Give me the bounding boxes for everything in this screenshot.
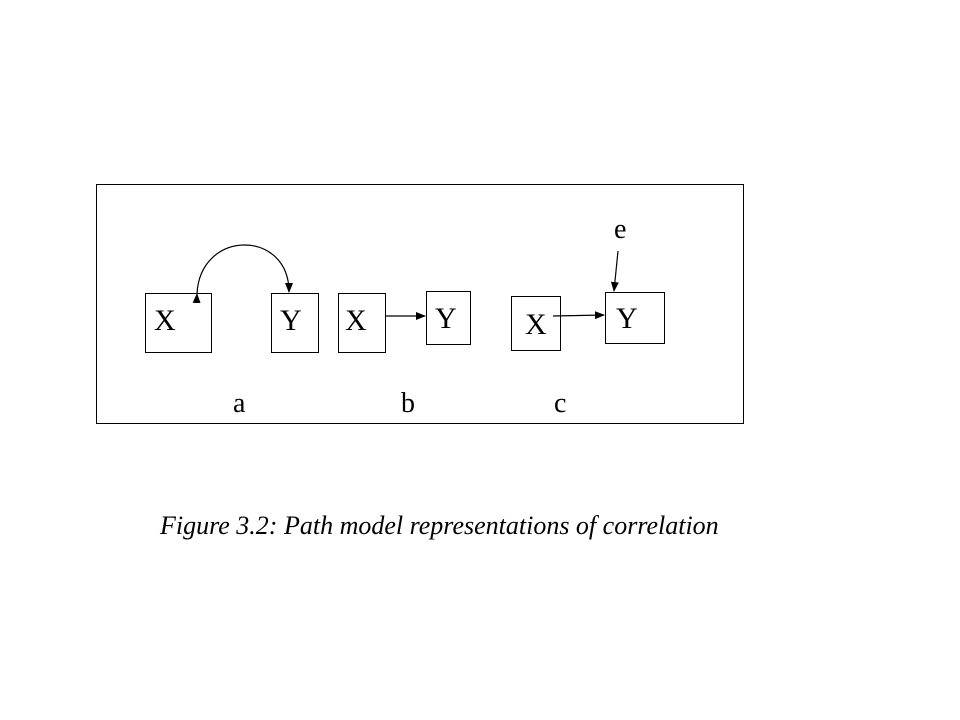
panel-c-error-label: e (614, 214, 627, 245)
panel-c-x-label: X (525, 308, 547, 341)
panel-b-x-label: X (345, 304, 367, 337)
figure-caption: Figure 3.2: Path model representations o… (160, 511, 719, 540)
panel-c-x-node: X (511, 296, 561, 351)
panel-a-y-label: Y (280, 304, 302, 337)
panel-c-y-node: Y (605, 292, 665, 344)
panel-b-x-node: X (338, 293, 386, 353)
panel-c-error-arrow (610, 250, 619, 292)
panel-a-y-node: Y (271, 293, 319, 353)
panel-c-label: c (554, 388, 567, 419)
panel-b-y-node: Y (426, 291, 471, 345)
panel-b-y-label: Y (435, 302, 457, 335)
panel-a-x-label: X (154, 304, 176, 337)
panel-b-label: b (401, 388, 415, 419)
panel-a-label: a (233, 388, 246, 419)
panel-c-y-label: Y (616, 302, 638, 335)
panel-a-curved-arrow (192, 244, 293, 304)
panel-c-arrow (552, 311, 605, 320)
